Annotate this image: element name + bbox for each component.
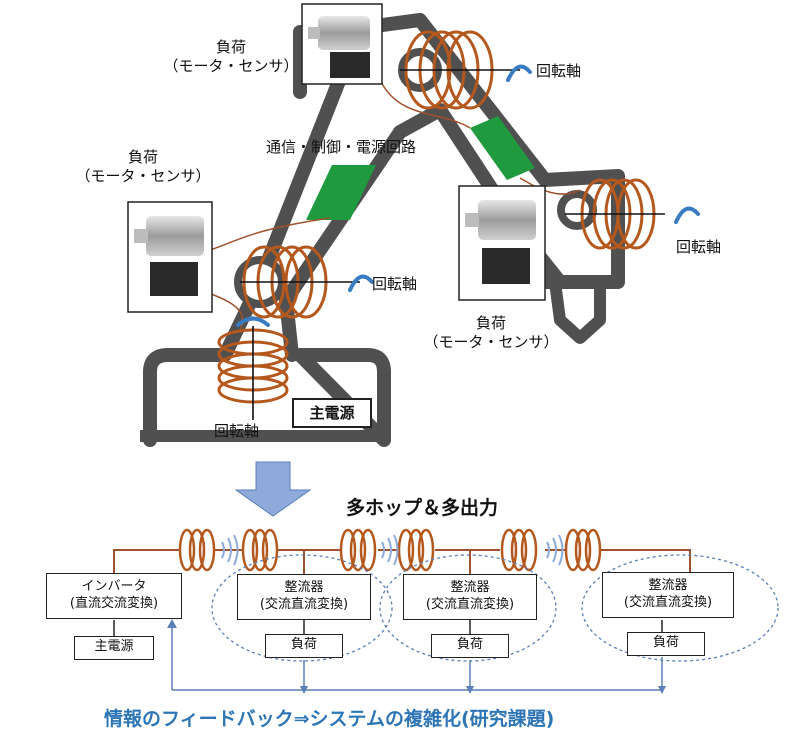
pcb-board-left (306, 165, 376, 220)
rectifier-box-1: 整流器 (交流直流変換) (237, 574, 371, 620)
load-label-right-line1: 負荷 (475, 314, 506, 332)
motor-sensor-left (127, 201, 213, 313)
load-label-top-line2: （モータ・センサ） (163, 57, 299, 75)
rotation-axis-label-elbow: 回転軸 (536, 62, 582, 80)
feedback-caption: 情報のフィードバック⇒システムの複雑化(研究課題) (104, 708, 555, 730)
inverter-box: インバータ (直流交流変換) (46, 573, 182, 619)
comm-control-power-label: 通信・制御・電源回路 (266, 138, 417, 156)
rotation-arrow-icon (236, 64, 700, 327)
base-plate (140, 430, 390, 442)
rectifier-2-line2: (交流直流変換) (425, 597, 515, 612)
rectifier-3-line1: 整流器 (648, 578, 688, 593)
motor-sensor-top (301, 3, 383, 85)
load-box-3: 負荷 (627, 632, 705, 656)
inverter-line1: インバータ (81, 579, 147, 594)
pcb-board-right (470, 116, 535, 180)
load-box-1: 負荷 (265, 634, 343, 658)
rotation-axis-label-base-joint: 回転軸 (372, 275, 418, 293)
wireless-wave-icon (221, 534, 564, 566)
tx-coils (178, 528, 602, 572)
box-links (113, 620, 663, 636)
gripper (549, 276, 606, 344)
joint-wrist (557, 190, 597, 230)
main-power-box: 主電源 (292, 398, 372, 428)
load-label-top-line1: 負荷 (215, 38, 246, 56)
feedback-arrowheads (167, 619, 666, 694)
rectifier-box-3: 整流器 (交流直流変換) (602, 572, 734, 618)
load-label-top: 負荷 （モータ・センサ） (156, 38, 306, 76)
rotation-axis-label-base: 回転軸 (214, 422, 260, 440)
main-power-box-system: 主電源 (74, 636, 154, 660)
rectifier-1-line1: 整流器 (284, 580, 324, 595)
receiver-groups (211, 554, 779, 662)
system-title: 多ホップ＆多出力 (346, 497, 499, 519)
inverter-line2: (直流交流変換) (69, 596, 159, 611)
rectifier-3-line2: (交流直流変換) (623, 595, 713, 610)
rectifier-2-line1: 整流器 (450, 580, 490, 595)
load-label-right-line2: （モータ・センサ） (423, 333, 559, 351)
load-label-left: 負荷 （モータ・センサ） (68, 148, 218, 186)
rectifier-1-line2: (交流直流変換) (259, 597, 349, 612)
load-label-left-line2: （モータ・センサ） (75, 167, 211, 185)
rectifier-box-2: 整流器 (交流直流変換) (403, 574, 537, 620)
feedback-loop (171, 625, 663, 691)
motor-sensor-right (458, 185, 546, 301)
rotation-axis-label-wrist: 回転軸 (676, 238, 722, 256)
load-label-right: 負荷 （モータ・センサ） (416, 314, 566, 352)
load-box-2: 負荷 (431, 634, 509, 658)
rotation-axes (240, 69, 665, 420)
load-label-left-line1: 負荷 (127, 148, 158, 166)
down-arrow (234, 461, 312, 517)
